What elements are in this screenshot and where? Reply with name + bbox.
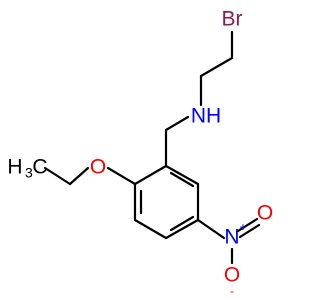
bond-nitro-oxygen-top-b (238, 223, 261, 239)
atom-labels: Br NH O H 3 C N + O O - (7, 8, 273, 299)
ring-bond-bottom-left (133, 218, 168, 240)
amine-nh-label: NH (191, 105, 221, 128)
bond-nh-benzyl (164, 115, 190, 132)
nitro-nitrogen-label: N (224, 226, 239, 249)
chemical-structure-diagram: Br NH O H 3 C N + O O - (7, 8, 273, 299)
nitro-oxygen-bottom-label: O (224, 264, 240, 287)
bromine-label: Br (222, 8, 243, 31)
bond-ring-ethoxy-oxygen (106, 166, 137, 186)
bond-lines (43, 30, 261, 265)
bond-ethoxy-oxygen-ch2 (68, 166, 90, 186)
nitro-oxygen-bottom-charge-label: - (230, 284, 234, 298)
bond-ethoxy-ch2-ch3 (43, 166, 72, 186)
ring-double-bond-inner-2 (169, 215, 195, 232)
bond-nitro-oxygen-top-a (236, 217, 259, 233)
ring-bond-bottom-right (164, 218, 200, 240)
nitro-nitrogen-charge-label: + (239, 220, 246, 234)
bond-ch2-ch2 (199, 56, 234, 78)
ring-bond-top-right (164, 164, 200, 186)
ring-bond-top-left (133, 164, 168, 186)
nitro-oxygen-top-label: O (257, 202, 273, 225)
bond-ring-nitro (196, 218, 226, 240)
methyl-c-label: C (32, 156, 47, 179)
methyl-h-label: H (7, 156, 22, 179)
ring-double-bond-inner-1 (169, 171, 195, 188)
ethoxy-oxygen-label: O (90, 156, 106, 179)
methyl-subscript-label: 3 (25, 165, 33, 181)
